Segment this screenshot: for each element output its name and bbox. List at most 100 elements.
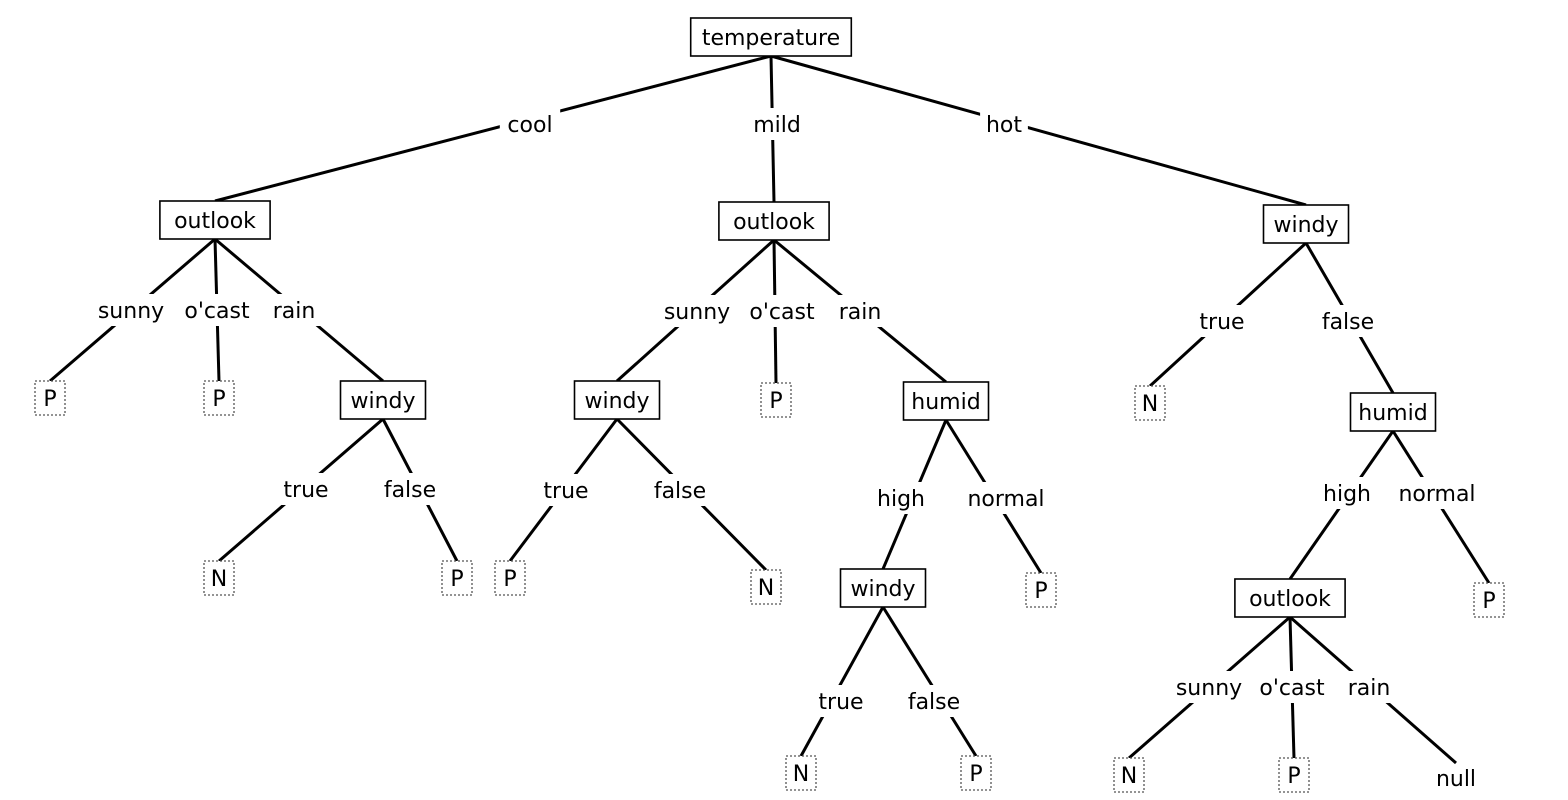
leaf-box [494, 560, 526, 596]
edge-label-background [1338, 671, 1400, 703]
edge-label-text: false [384, 478, 436, 503]
attribute-node-windy: windy [839, 568, 927, 608]
leaf-label: P [969, 762, 982, 787]
tree-edge [799, 606, 885, 757]
leaf-label: P [43, 387, 56, 412]
edge-label-false: false [643, 474, 717, 506]
node-box [689, 17, 853, 57]
node-label: windy [850, 577, 915, 602]
edge-label-normal: normal [1394, 477, 1480, 509]
node-label: windy [1273, 213, 1338, 238]
edge-label-background [275, 473, 337, 505]
leaf-label: P [769, 389, 782, 414]
edge-label-text: mild [753, 113, 801, 138]
tree-edge [770, 54, 1307, 207]
edge-label-background [263, 294, 325, 326]
leaf-label: P [1287, 764, 1300, 789]
leaf-label: N [211, 567, 227, 592]
leaf-label: null [1436, 767, 1476, 792]
edge-label-background [1191, 305, 1253, 337]
node-box [839, 568, 927, 608]
leaf-node-n: N [785, 755, 817, 791]
edge-label-text: true [283, 478, 328, 503]
leaf-box [1278, 757, 1310, 793]
edge-label-text: false [908, 690, 960, 715]
leaf-label: P [1034, 579, 1047, 604]
leaf-label: N [1142, 392, 1158, 417]
edge-label-mild: mild [746, 108, 808, 140]
edge-label-background [1311, 305, 1385, 337]
edge-label-background [535, 474, 597, 506]
edge-label-text: rain [1348, 676, 1391, 701]
node-box [159, 200, 271, 240]
edge-label-text: false [654, 479, 706, 504]
edge-label-true: true [1191, 305, 1253, 337]
leaf-null: null [1436, 767, 1476, 792]
edge-label-rain: rain [829, 295, 891, 327]
node-label: outlook [174, 209, 256, 234]
leaf-box [1113, 757, 1145, 793]
leaf-node-p: P [34, 380, 66, 416]
leaf-node-p: P [203, 380, 235, 416]
leaf-label: P [1482, 589, 1495, 614]
edge-label-true: true [810, 685, 872, 717]
leaf-label: N [793, 762, 809, 787]
edge-label-rain: rain [263, 294, 325, 326]
node-box [718, 201, 830, 241]
edge-label-background [810, 685, 872, 717]
edge-label-background [829, 295, 891, 327]
edge-label-text: sunny [664, 300, 730, 325]
leaf-node-n: N [1113, 757, 1145, 793]
edge-label-background [643, 474, 717, 506]
edge-label-text: true [1199, 310, 1244, 335]
edge-label-text: o'cast [1259, 676, 1325, 701]
edge-label-true: true [535, 474, 597, 506]
leaf-box [1134, 385, 1166, 421]
attribute-node-windy: windy [339, 380, 427, 420]
edge-label-background [870, 482, 932, 514]
attribute-node-outlook: outlook [159, 200, 271, 240]
node-box [902, 381, 990, 421]
edge-label-rain: rain [1338, 671, 1400, 703]
leaf-box [960, 755, 992, 791]
attribute-node-windy: windy [1262, 204, 1350, 244]
leaf-node-n: N [203, 560, 235, 596]
leaf-box [203, 560, 235, 596]
leaf-label: P [503, 567, 516, 592]
leaf-node-p: P [1278, 757, 1310, 793]
node-label: outlook [733, 210, 815, 235]
node-label: temperature [702, 26, 840, 51]
edge-label-false: false [373, 473, 447, 505]
edge-label-background [1316, 477, 1378, 509]
edge-label-ocast: o'cast [174, 294, 260, 326]
leaf-node-p: P [960, 755, 992, 791]
leaf-label: P [212, 387, 225, 412]
edge-label-text: sunny [1176, 676, 1242, 701]
edge-label-text: normal [967, 487, 1044, 512]
leaf-label: N [758, 576, 774, 601]
leaf-label: P [450, 567, 463, 592]
edge-label-text: sunny [98, 299, 164, 324]
edge-label-text: rain [839, 300, 882, 325]
edge-label-text: o'cast [184, 299, 250, 324]
leaf-box [1025, 572, 1057, 608]
leaf-box [750, 569, 782, 605]
edge-label-text: normal [1398, 482, 1475, 507]
leaf-node-p: P [441, 560, 473, 596]
leaf-box [34, 380, 66, 416]
node-box [1349, 392, 1437, 432]
edge-label-false: false [897, 685, 971, 717]
edge-label-text: hot [986, 113, 1022, 138]
edge-label-sunny: sunny [660, 295, 734, 327]
edge-label-high: high [870, 482, 932, 514]
edge-label-background [1172, 671, 1246, 703]
edge-label-text: rain [273, 299, 316, 324]
leaf-label: N [1121, 764, 1137, 789]
leaf-node-n: N [1134, 385, 1166, 421]
edge-label-sunny: sunny [94, 294, 168, 326]
leaf-box [760, 382, 792, 418]
attribute-node-windy: windy [573, 380, 661, 420]
